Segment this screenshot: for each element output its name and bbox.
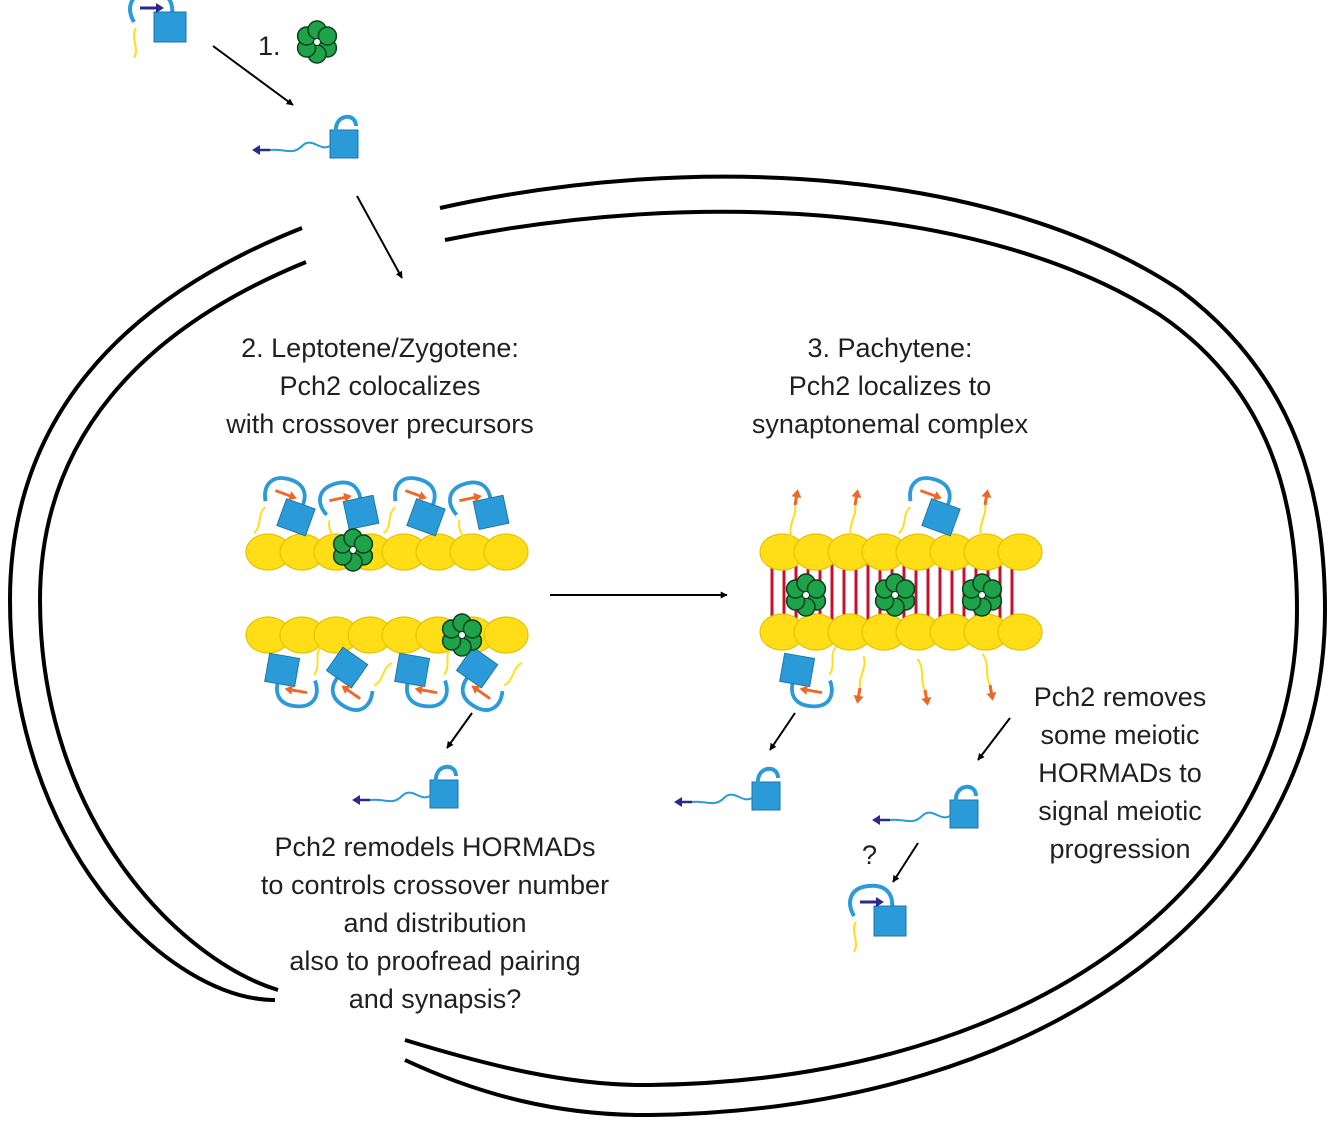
removes-line: some meiotic xyxy=(1040,720,1200,750)
safety-belt-tail-icon xyxy=(979,489,992,538)
safety-belt-tail-icon xyxy=(853,655,866,704)
arrow-reclose xyxy=(892,842,919,883)
step2-line: Pch2 colocalizes xyxy=(279,371,481,401)
process-arrows xyxy=(212,45,1011,883)
arrow-release-right xyxy=(977,717,1011,761)
nuclear-envelope xyxy=(7,174,1327,1118)
remodel-line: also to proofread pairing xyxy=(289,946,581,976)
step3-line: synaptonemal complex xyxy=(751,409,1029,439)
removes-line: progression xyxy=(1049,834,1191,864)
arrow-release-left xyxy=(446,712,473,749)
open-padlock-hormad-icon xyxy=(352,765,459,809)
closed-padlock-hormad-icon xyxy=(779,646,837,709)
step3-label: 3. Pachytene: Pch2 localizes to synapton… xyxy=(690,329,1090,443)
step2-line: with crossover precursors xyxy=(226,409,534,439)
closed-padlock-hormad-icon xyxy=(253,476,316,537)
step3-line: 3. Pachytene: xyxy=(807,333,973,363)
open-padlock-hormad-icon xyxy=(872,785,979,829)
sc-lateral-element-upper xyxy=(759,533,1043,571)
arrow-release-mid xyxy=(769,712,796,751)
arrow-step1-to-open xyxy=(212,45,294,106)
removes-line: signal meiotic xyxy=(1038,796,1202,826)
safety-belt-tail-icon xyxy=(981,653,997,701)
step1-text: 1. xyxy=(258,31,281,61)
closed-padlock-hormad-icon xyxy=(325,646,393,712)
safety-belt-tail-icon xyxy=(916,658,932,706)
icon-layer xyxy=(128,0,1043,953)
question-label: ? xyxy=(862,836,877,874)
sc-lateral-element-lower xyxy=(759,613,1043,651)
chromosome-axis-lower xyxy=(245,616,529,654)
arrow-into-nucleus xyxy=(356,195,403,279)
question-mark: ? xyxy=(862,840,878,870)
closed-padlock-hormad-icon xyxy=(455,646,523,712)
pch2-hexamer-icon xyxy=(874,573,916,617)
outer-membrane xyxy=(7,226,303,1002)
pch2-hexamer-icon xyxy=(961,573,1003,617)
open-padlock-hormad-icon xyxy=(674,767,781,811)
step3-line: Pch2 localizes to xyxy=(788,371,992,401)
closed-padlock-hormad-icon xyxy=(128,0,187,59)
removes-label: Pch2 removes some meiotic HORMADs to sig… xyxy=(1005,678,1235,868)
remodel-line: to controls crossover number xyxy=(260,870,610,900)
step2-line: 2. Leptotene/Zygotene: xyxy=(241,333,519,363)
inner-membrane xyxy=(37,260,307,992)
chromosome-axis-upper xyxy=(245,533,529,571)
closed-padlock-hormad-icon xyxy=(383,476,446,537)
remodel-line: Pch2 remodels HORMADs xyxy=(274,832,596,862)
closed-padlock-hormad-icon xyxy=(898,476,961,537)
safety-belt-tail-icon xyxy=(789,489,802,538)
remodel-line: and synapsis? xyxy=(348,984,522,1014)
closed-padlock-hormad-icon xyxy=(848,883,907,953)
pch2-hexamer-icon xyxy=(296,20,338,64)
removes-line: HORMADs to xyxy=(1038,758,1202,788)
step1-label: 1. xyxy=(258,27,281,65)
remodel-label: Pch2 remodels HORMADs to controls crosso… xyxy=(210,828,660,1018)
closed-padlock-hormad-icon xyxy=(264,646,322,709)
inner-membrane-right xyxy=(404,209,1300,1088)
safety-belt-tail-icon xyxy=(849,489,862,538)
removes-line: Pch2 removes xyxy=(1033,682,1207,712)
synaptonemal-complex-icon xyxy=(770,560,1014,625)
pch2-hexamer-icon xyxy=(441,613,483,657)
step2-label: 2. Leptotene/Zygotene: Pch2 colocalizes … xyxy=(170,329,590,443)
pch2-hexamer-icon xyxy=(785,573,827,617)
open-padlock-hormad-icon xyxy=(252,115,359,159)
remodel-line: and distribution xyxy=(343,908,527,938)
pch2-hexamer-icon xyxy=(332,528,374,572)
closed-padlock-hormad-icon xyxy=(448,480,510,549)
outer-membrane-right xyxy=(404,174,1327,1118)
